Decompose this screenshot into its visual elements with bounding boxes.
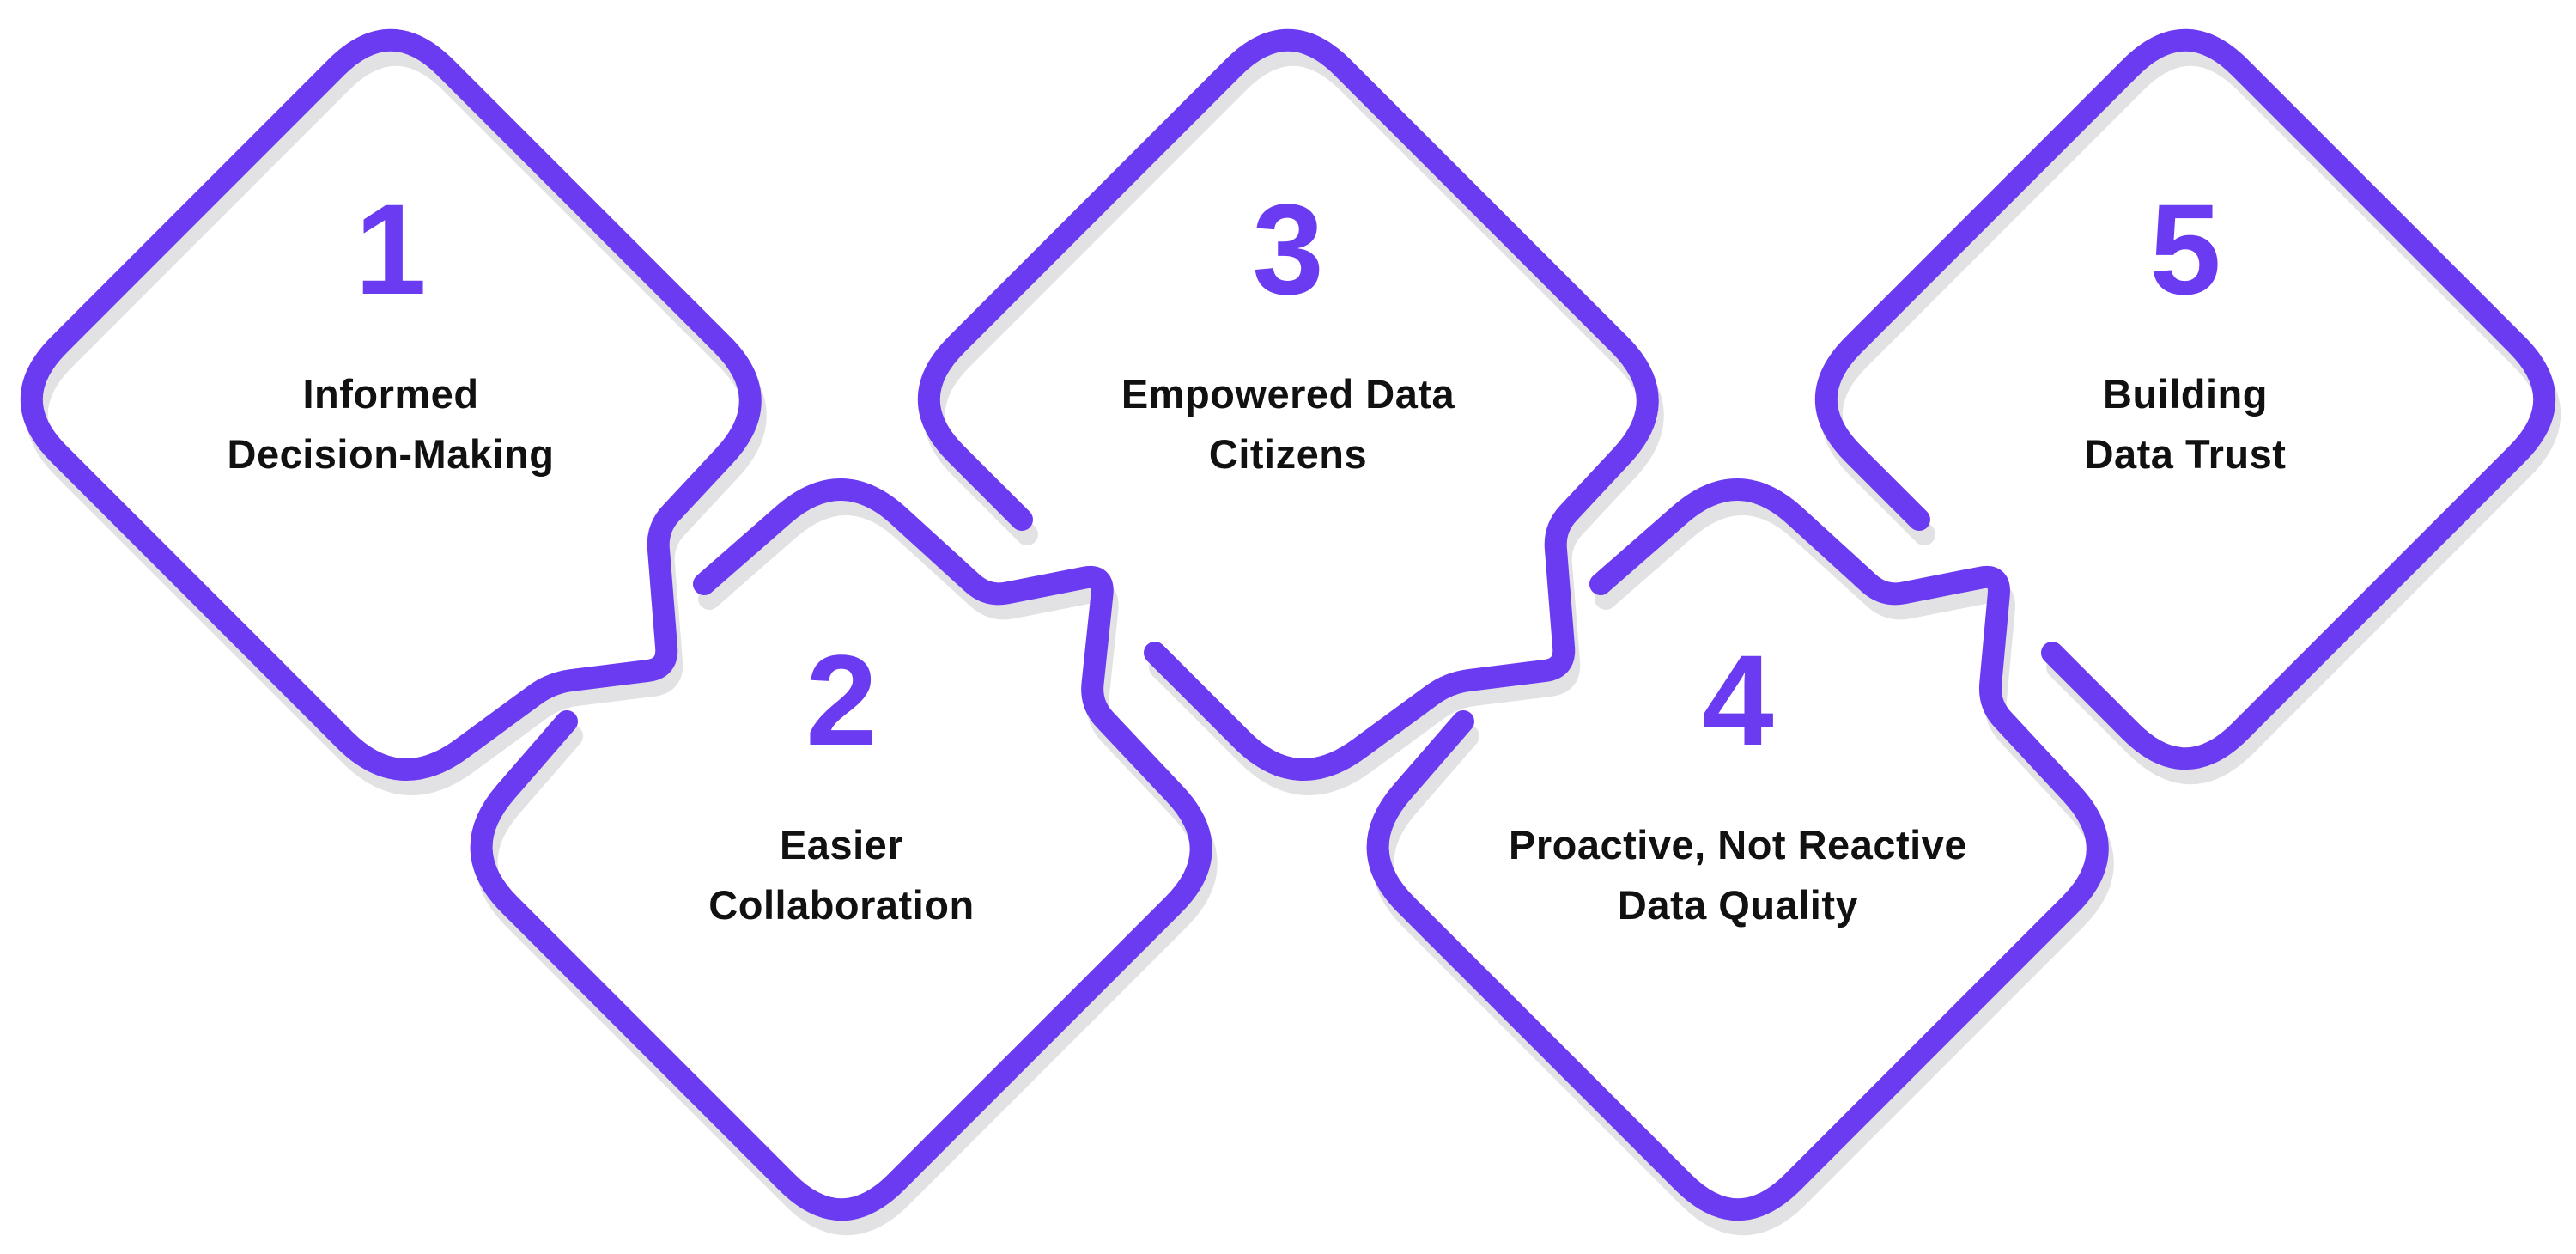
diamond-5-label-line2: Data Trust [2085,431,2287,477]
diamond-1-label-line2: Decision-Making [228,431,555,477]
diamond-1-texts: 1 Informed Decision-Making [228,177,555,477]
diamond-1-shadow [25,43,767,795]
diamond-1-outline [20,28,762,781]
diamond-4-outline [1366,478,2109,1221]
diamond-5-texts: 5 Building Data Trust [2085,177,2287,477]
diamond-2-number: 2 [805,628,877,772]
diamond-3-shadow [922,43,1664,795]
diamond-2-label-line2: Collaboration [708,882,974,928]
diamond-3-number: 3 [1252,177,1323,321]
diamond-5-label-line1: Building [2103,371,2268,417]
diamond-1-number: 1 [355,177,426,321]
diamond-1-label-line1: Informed [302,371,478,417]
outline-layer [20,28,2556,1221]
diamond-3-label-line2: Citizens [1209,431,1367,477]
diamond-3-outline [917,28,1659,781]
diamond-4-label-line1: Proactive, Not Reactive [1509,822,1967,867]
diamond-4-label-line2: Data Quality [1618,882,1858,928]
diamond-5-outline [1814,28,2556,770]
diamond-5-number: 5 [2149,177,2221,321]
diamond-3-texts: 3 Empowered Data Citizens [1121,177,1455,477]
diamond-2-texts: 2 Easier Collaboration [708,628,974,928]
diamond-4-number: 4 [1702,628,1773,772]
diamond-2-label-line1: Easier [780,822,903,867]
diamond-2-outline [470,478,1212,1221]
diamond-4-texts: 4 Proactive, Not Reactive Data Quality [1509,628,1967,928]
diamond-3-label-line1: Empowered Data [1121,371,1455,417]
